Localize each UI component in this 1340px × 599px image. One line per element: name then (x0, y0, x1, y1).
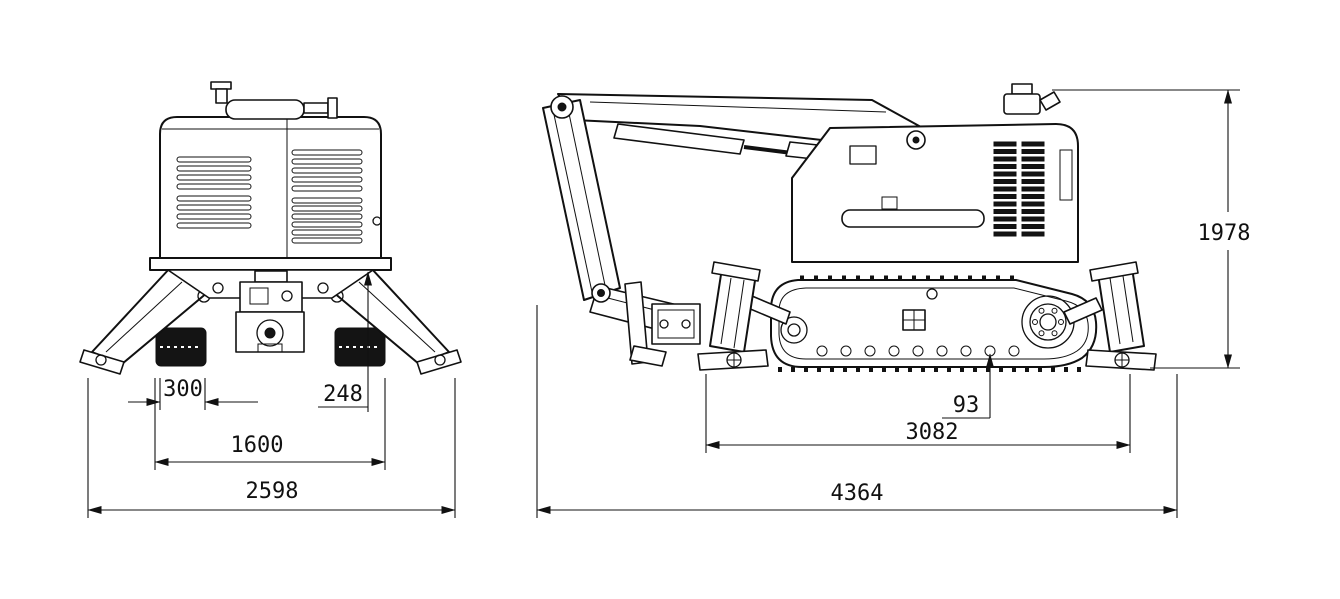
side-handle (841, 209, 985, 228)
front-right-foot (416, 349, 462, 375)
dim-ground-clearance-label: 93 (953, 393, 980, 418)
front-view-machine (79, 81, 462, 375)
side-view-dimensions: 1978 93 3082 4364 (536, 89, 1251, 518)
side-vent-grille (993, 141, 1045, 237)
front-engine-housing (159, 116, 382, 259)
dim-ground-clearance-93: 93 (942, 353, 995, 419)
front-exhaust (210, 81, 338, 120)
front-base-plate (149, 257, 392, 271)
dim-overall-length-4364: 4364 (536, 305, 1178, 518)
side-exhaust (1003, 83, 1061, 115)
front-left-foot (79, 349, 125, 375)
dim-support-span-1600: 1600 (154, 378, 386, 470)
dim-track-length-label: 3082 (906, 420, 959, 445)
side-view-machine (542, 83, 1157, 372)
dim-track-height-label: 248 (323, 382, 363, 407)
dim-overall-height-label: 1978 (1198, 221, 1251, 246)
front-left-outrigger (79, 267, 211, 375)
dim-offset-300: 300 (128, 377, 258, 410)
dim-overall-height-1978: 1978 (1052, 89, 1251, 369)
dim-overall-width-2598: 2598 (87, 378, 456, 518)
front-vent-grilles (176, 149, 363, 244)
dim-track-height-248: 248 (318, 271, 373, 412)
side-track-assembly (770, 275, 1098, 372)
dim-support-span-label: 1600 (231, 433, 284, 458)
front-swivel-unit (235, 270, 305, 353)
side-body-housing (791, 123, 1079, 263)
side-front-outrigger (697, 261, 791, 371)
dim-overall-length-label: 4364 (831, 481, 884, 506)
front-view-dimensions: 300 248 1600 2598 (87, 271, 456, 518)
dim-overall-width-label: 2598 (246, 479, 299, 504)
side-rear-outrigger (1063, 261, 1157, 371)
dim-offset-label: 300 (163, 377, 203, 402)
dim-track-length-3082: 3082 (705, 374, 1131, 453)
